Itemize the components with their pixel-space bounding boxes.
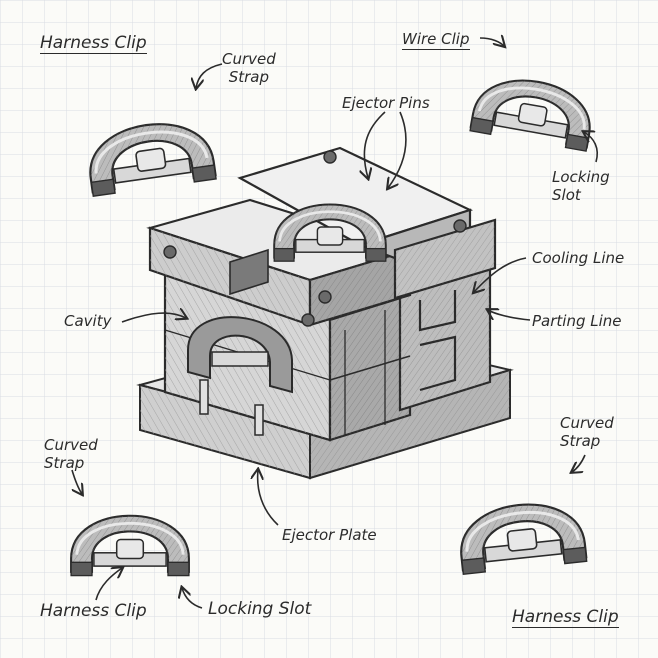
leader-arrows — [71, 38, 599, 609]
label-locking-slot-right: Locking Slot — [552, 168, 610, 204]
label-cavity: Cavity — [64, 312, 112, 330]
label-ejector-pins: Ejector Pins — [342, 94, 430, 112]
mold-block-drawing — [163, 260, 492, 442]
label-locking-slot-bottom: Locking Slot — [208, 599, 312, 619]
label-curved-strap-top: Curved Strap — [222, 50, 276, 86]
label-harness-clip-bottom-left: Harness Clip — [40, 601, 147, 621]
label-harness-clip-top-left: Harness Clip — [40, 33, 147, 54]
label-line: Curved — [222, 50, 276, 68]
label-ejector-plate: Ejector Plate — [282, 526, 377, 544]
label-line: Slot — [552, 186, 581, 204]
label-line: Locking — [552, 168, 610, 186]
label-line: Strap — [228, 68, 270, 86]
label-line: Curved — [44, 436, 98, 454]
label-line: Strap — [560, 432, 601, 450]
label-cooling-line: Cooling Line — [532, 249, 625, 267]
label-line: Strap — [44, 454, 85, 472]
label-curved-strap-right: Curved Strap — [560, 414, 614, 450]
label-line: Curved — [560, 414, 614, 432]
label-wire-clip: Wire Clip — [402, 30, 470, 50]
label-parting-line: Parting Line — [532, 312, 622, 330]
label-curved-strap-left: Curved Strap — [44, 436, 98, 472]
label-harness-clip-bottom-right: Harness Clip — [512, 607, 619, 628]
